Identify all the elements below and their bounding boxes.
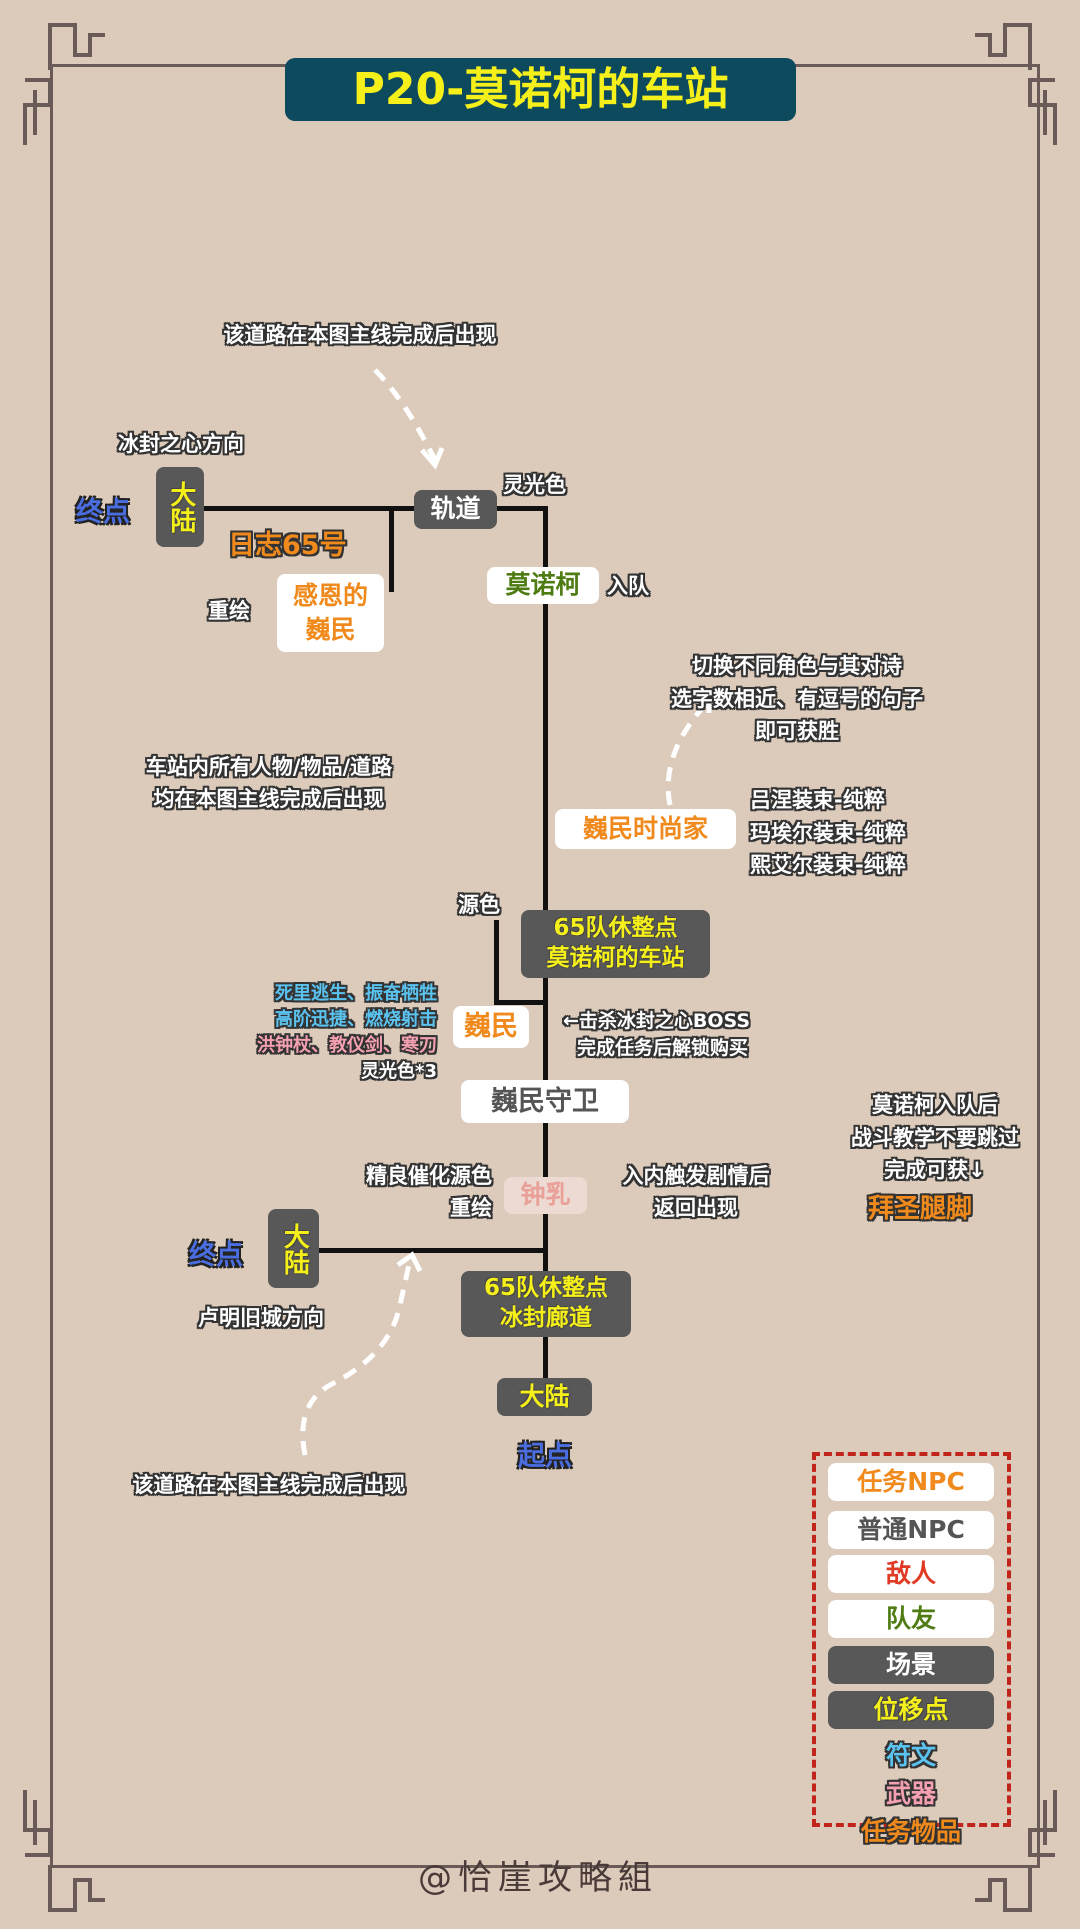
- end-point-top: 终点: [76, 497, 130, 528]
- corner-ornament-icon: [975, 23, 1057, 145]
- node-label: 莫诺柯的车站: [546, 945, 685, 971]
- tutorial-note: 莫诺柯入队后战斗教学不要跳过完成可获↓: [851, 1089, 1019, 1187]
- start-point: 起点: [518, 1441, 572, 1472]
- boss-unlock-note: ←击杀冰封之心BOSS 完成任务后解锁购买: [563, 1008, 750, 1061]
- node-label: 大陆: [165, 481, 196, 533]
- legend-weapon: 武器: [885, 1779, 937, 1808]
- dashed-arrow-icon: [373, 368, 445, 470]
- path-log-branch: [389, 506, 394, 592]
- rest-point-station[interactable]: 65队休整点莫诺柯的车站: [521, 910, 710, 978]
- path-top-left: [204, 506, 545, 511]
- redraw-item: 重绘: [450, 1195, 492, 1220]
- weimin-guard-npc[interactable]: 巍民守卫: [461, 1080, 629, 1123]
- rune-item: 死里逃生、振奋牺牲: [275, 983, 437, 1004]
- path-source-branch: [494, 920, 499, 1004]
- watermark: @恰崖攻略組: [418, 1858, 658, 1898]
- dashed-arrow-icon: [300, 1251, 423, 1456]
- road-note-top: 该道路在本图主线完成后出现: [223, 323, 497, 347]
- outfit-item: 吕涅装束-纯粹: [750, 788, 885, 812]
- legend-rune: 符文: [885, 1741, 937, 1770]
- mainland-bottom[interactable]: 大陆: [268, 1209, 319, 1288]
- legend: [812, 1452, 1011, 1827]
- mainland-top[interactable]: 大陆: [156, 467, 204, 547]
- note-line: ←击杀冰封之心BOSS: [563, 1010, 751, 1032]
- note-line: 完成可获↓: [884, 1158, 986, 1183]
- node-label: 大陆: [279, 1222, 310, 1275]
- note-line: 返回出现: [654, 1195, 738, 1220]
- road-note-bottom: 该道路在本图主线完成后出现: [132, 1473, 406, 1497]
- outfit-item: 熙艾尔装束-纯粹: [750, 853, 906, 878]
- legend-normal-npc: 普通NPC: [828, 1511, 994, 1549]
- luming-direction: 卢明旧城方向: [198, 1306, 324, 1330]
- note-line: 即可获胜: [755, 719, 839, 744]
- redraw-item: 重绘: [208, 599, 250, 623]
- aura-color-item: 灵光色: [503, 473, 566, 497]
- weapon-item: 洪钟杖、教仪剑、寒刀: [257, 1035, 437, 1057]
- track-scene[interactable]: 轨道: [414, 490, 497, 529]
- outfit-item: 玛埃尔装束-纯粹: [750, 820, 906, 845]
- rest-point-corridor[interactable]: 65队休整点冰封廊道: [461, 1271, 631, 1337]
- monoke-teammate[interactable]: 莫诺柯: [487, 567, 599, 604]
- page-title: P20-莫诺柯的车站: [285, 58, 796, 121]
- note-line: 入内触发剧情后: [622, 1164, 770, 1188]
- path-source-branch-h: [494, 1000, 546, 1005]
- enter-return-note: 入内触发剧情后返回出现: [623, 1161, 770, 1224]
- node-label: 冰封廊道: [500, 1305, 592, 1331]
- rune-list: 死里逃生、振奋牺牲高阶迅捷、燃烧射击洪钟杖、教仪剑、寒刀灵光色*3: [257, 981, 437, 1085]
- note-line: 均在本图主线完成后出现: [153, 786, 385, 811]
- aura-item: 灵光色*3: [361, 1061, 437, 1083]
- poem-note: 切换不同角色与其对诗选字数相近、有逗号的句子即可获胜: [671, 650, 923, 748]
- legend-task-item: 任务物品: [860, 1817, 962, 1846]
- mainland-start[interactable]: 大陆: [497, 1378, 592, 1416]
- node-label: 大陆: [519, 1381, 570, 1411]
- node-label: 65队休整点: [553, 915, 678, 942]
- corner-ornament-icon: [23, 23, 105, 145]
- corner-ornament-icon: [975, 1790, 1057, 1912]
- corner-ornament-icon: [23, 1790, 105, 1912]
- path-bottom-left: [318, 1248, 546, 1253]
- note-line: 完成任务后解锁购买: [577, 1036, 749, 1059]
- join-note: 入队: [607, 574, 649, 598]
- rune-item: 高阶迅捷、燃烧射击: [275, 1009, 437, 1031]
- legend-teammate: 队友: [828, 1600, 994, 1638]
- station-note: 车站内所有人物/物品/道路均在本图主线完成后出现: [146, 752, 392, 815]
- legend-scene: 场景: [828, 1646, 994, 1684]
- legend-label: 位移点: [873, 1694, 949, 1724]
- reward-item: 拜圣腿脚: [867, 1194, 973, 1224]
- note-line: 车站内所有人物/物品/道路: [145, 755, 393, 779]
- note-line: 战斗教学不要跳过: [851, 1125, 1019, 1150]
- weimin-fashionista-npc[interactable]: 巍民时尚家: [555, 809, 736, 849]
- node-label: 65队休整点: [483, 1275, 608, 1302]
- legend-task-npc: 任务NPC: [828, 1463, 994, 1501]
- legend-teleport: 位移点: [828, 1691, 994, 1729]
- catalyst-note: 精良催化源色重绘: [366, 1161, 492, 1224]
- legend-enemy: 敌人: [828, 1555, 994, 1593]
- grateful-weimin-npc[interactable]: 感恩的巍民: [277, 574, 384, 652]
- catalyst-item: 精良催化源色: [366, 1164, 492, 1188]
- outfit-list: 吕涅装束-纯粹玛埃尔装束-纯粹熙艾尔装束-纯粹: [750, 784, 906, 882]
- end-point-bottom: 终点: [189, 1240, 243, 1271]
- stalactite-scene[interactable]: 钟乳: [504, 1177, 587, 1214]
- log-65-item: 日志65号: [228, 530, 347, 561]
- note-line: 切换不同角色与其对诗: [692, 654, 902, 678]
- ice-heart-direction: 冰封之心方向: [118, 432, 244, 456]
- note-line: 莫诺柯入队后: [872, 1093, 998, 1117]
- note-line: 选字数相近、有逗号的句子: [671, 686, 923, 711]
- source-color-item: 源色: [458, 893, 500, 917]
- weimin-merchant-npc[interactable]: 巍民: [453, 1006, 529, 1048]
- dashed-arrow-icon: [665, 693, 712, 806]
